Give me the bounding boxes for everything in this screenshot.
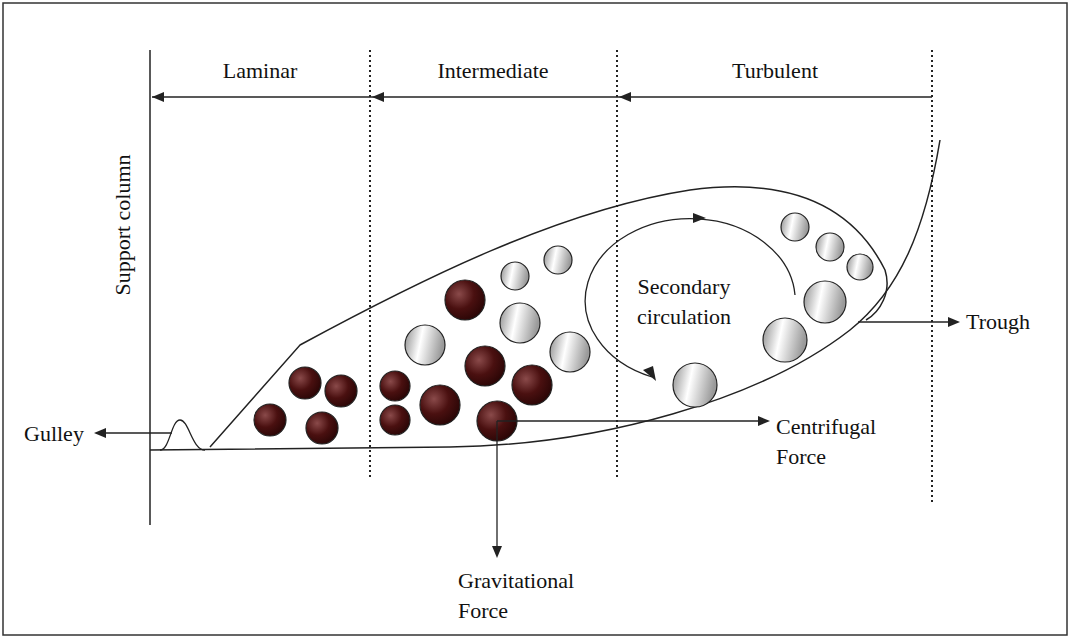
zone-label: Laminar — [223, 56, 298, 86]
support-column-line — [149, 50, 151, 525]
arrow-head — [643, 366, 656, 381]
coarse-particle — [306, 412, 338, 444]
coarse-particle — [465, 346, 505, 386]
fine-particle — [501, 262, 529, 290]
leader-line — [100, 432, 172, 433]
fine-particle — [763, 318, 807, 362]
leader-line — [858, 321, 952, 322]
coarse-particle — [289, 367, 321, 399]
fine-particle — [847, 254, 873, 280]
gulley-bump — [160, 420, 205, 450]
arrow-head — [619, 92, 631, 102]
arrow-head — [372, 92, 384, 102]
arrow-head — [152, 92, 164, 102]
flow-label: Secondary circulation — [628, 272, 740, 331]
column-label: Support column — [108, 154, 138, 295]
fine-particle — [804, 281, 846, 323]
zone-divider — [616, 50, 618, 480]
fine-particle — [405, 325, 445, 365]
arrow-head — [94, 428, 106, 438]
part-label: Trough — [966, 307, 1030, 337]
frame — [3, 3, 1067, 635]
force-arrow — [496, 421, 497, 550]
arrow-head — [492, 546, 502, 558]
force-arrow — [497, 420, 762, 421]
zone-label: Turbulent — [732, 56, 818, 86]
coarse-particle — [420, 385, 460, 425]
fine-particle — [500, 303, 540, 343]
zone-arrow-line — [152, 96, 932, 97]
fine-particle — [816, 233, 844, 261]
coarse-particle — [380, 371, 410, 401]
force-label: Centrifugal Force — [776, 412, 898, 471]
coarse-particle — [380, 405, 410, 435]
zone-divider — [931, 50, 933, 505]
arrow-head — [758, 416, 770, 426]
fine-particle — [544, 246, 572, 274]
pulp-envelope — [210, 187, 887, 447]
arrow-head — [693, 213, 706, 223]
circulation-arc — [585, 219, 795, 377]
arrow-head — [948, 317, 960, 327]
zone-label: Intermediate — [437, 56, 548, 86]
coarse-particle — [512, 365, 552, 405]
fine-particle — [781, 213, 809, 241]
zone-divider — [369, 50, 371, 480]
fine-particle — [673, 363, 717, 407]
force-label: Gravitational Force — [458, 566, 598, 625]
part-label: Gulley — [24, 419, 84, 449]
coarse-particle — [325, 375, 357, 407]
fine-particle — [550, 332, 590, 372]
coarse-particle — [254, 404, 286, 436]
coarse-particle — [445, 280, 485, 320]
trough-curve — [150, 140, 940, 450]
